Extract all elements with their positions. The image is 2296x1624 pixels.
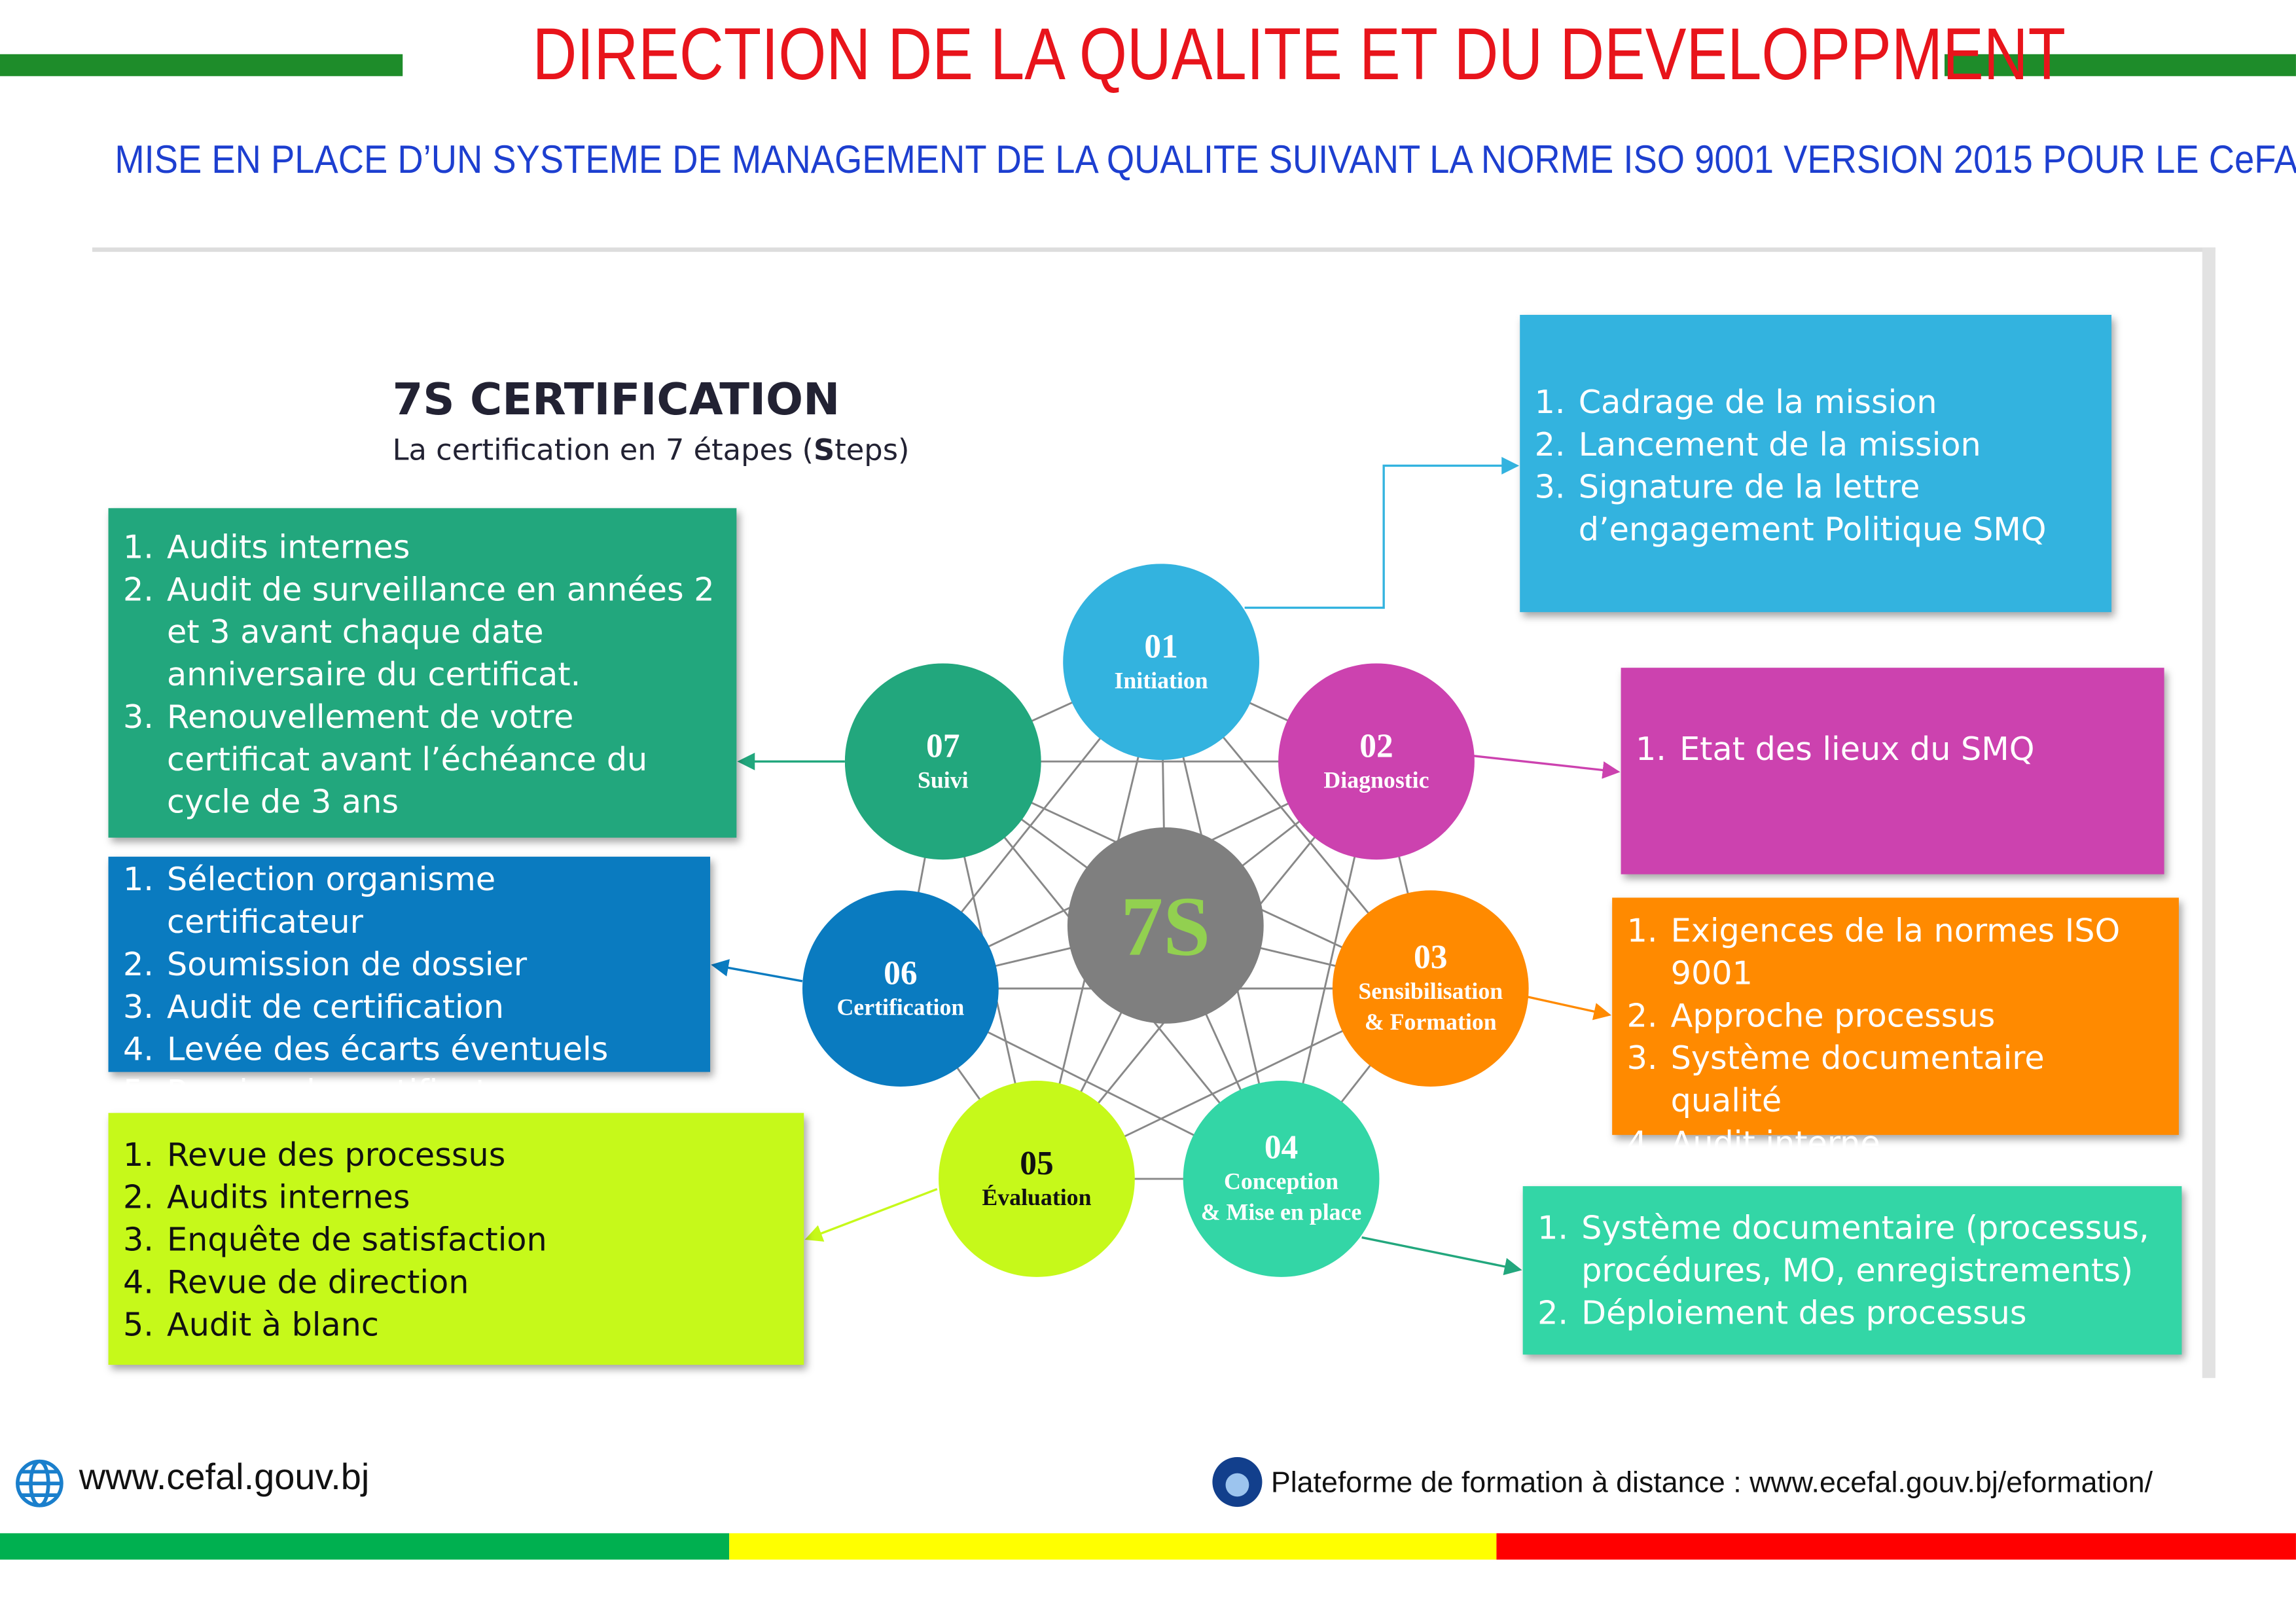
step-item: Lancement de la mission — [1575, 425, 2094, 467]
arrow-02 — [1471, 754, 1621, 779]
step-item: Renouvellement de votre certificat avant… — [164, 697, 719, 825]
step-item: Revue des processus — [164, 1135, 787, 1178]
page-title: DIRECTION DE LA QUALITE ET DU DEVELOPPME… — [532, 13, 2066, 96]
step-item: Soumission de dossier — [164, 945, 693, 987]
step-07-box: Audits internesAudit de surveillance en … — [108, 508, 737, 838]
step-item: Revue de direction — [164, 1262, 787, 1305]
step-label: Conception — [1224, 1170, 1339, 1195]
step-item: Levée des écarts éventuels — [164, 1030, 693, 1072]
website-link[interactable]: www.cefal.gouv.bj — [79, 1457, 370, 1498]
arrow-06 — [711, 959, 803, 983]
header-green-bar-right — [1945, 54, 2296, 77]
subheading-bold: S — [814, 431, 835, 467]
step-item: Déploiement des processus — [1579, 1293, 2164, 1335]
subheading-text: La certification en 7 étapes ( — [392, 431, 814, 467]
step-label: Sensibilisation — [1358, 979, 1503, 1005]
header-green-bar-left — [0, 54, 403, 77]
step-number: 01 — [1144, 627, 1178, 664]
step-label: & Formation — [1364, 1010, 1497, 1036]
step-item: Audits internes — [164, 1178, 787, 1220]
arrow-03 — [1522, 994, 1611, 1020]
step-04-box: Système documentaire (processus, procédu… — [1522, 1186, 2182, 1355]
step-label: & Mise en place — [1200, 1200, 1362, 1226]
step-item: Audit de surveillance en années 2 et 3 a… — [164, 569, 719, 697]
step-item: Audit à blanc — [164, 1305, 787, 1347]
flag-stripe-red — [1496, 1533, 2296, 1560]
step-label: Certification — [836, 995, 965, 1020]
step-label: Évaluation — [982, 1185, 1092, 1211]
subheading-text-end: teps) — [834, 431, 910, 467]
step-05-box: Revue des processusAudits internesEnquêt… — [108, 1113, 804, 1365]
step-number: 02 — [1359, 727, 1393, 764]
step-03-box: Exigences de la normes ISO 9001Approche … — [1612, 897, 2179, 1163]
arrow-05 — [804, 1188, 938, 1242]
center-7s-circle: 7S — [1067, 827, 1264, 1024]
step-item: Enquête de satisfaction — [164, 1220, 787, 1263]
globe-icon — [16, 1459, 63, 1507]
page-subtitle: MISE EN PLACE D’UN SYSTEME DE MANAGEMENT… — [115, 137, 2296, 182]
platform-link[interactable]: Plateforme de formation à distance : www… — [1270, 1467, 2153, 1500]
step-06-box: Sélection organisme certificateurSoumiss… — [108, 856, 711, 1111]
step-item: Système documentaire (processus, procédu… — [1579, 1208, 2164, 1293]
center-label: 7S — [1121, 878, 1211, 973]
step-label: Suivi — [917, 768, 969, 793]
step-item: Etat des lieux du SMQ — [1677, 729, 2147, 772]
diagram-heading: 7S CERTIFICATION — [392, 374, 840, 427]
step-01-box: Cadrage de la missionLancement de la mis… — [1520, 314, 2112, 613]
step-item: Audit de certification — [164, 987, 693, 1030]
diagram-subheading: La certification en 7 étapes (Steps) — [393, 432, 910, 467]
step-02-box: Etat des lieux du SMQ — [1621, 668, 2164, 875]
step-number: 07 — [926, 727, 960, 764]
flag-stripe-green — [0, 1533, 730, 1560]
step-item: Remise de certificat — [164, 1072, 693, 1115]
flag-stripe-yellow — [729, 1533, 1497, 1560]
step-item: Audits internes — [164, 527, 719, 569]
step-number: 05 — [1020, 1144, 1054, 1182]
panel-top-border — [92, 247, 2215, 252]
eformation-logo-icon — [1212, 1457, 1263, 1507]
step-item: Sélection organisme certificateur — [164, 859, 693, 945]
step-label: Initiation — [1114, 668, 1208, 694]
step-item: Approche processus — [1668, 996, 2161, 1038]
step-item: Signature de la lettre d’engagement Poli… — [1575, 467, 2094, 552]
step-item: Cadrage de la mission — [1575, 382, 2094, 425]
step-number: 04 — [1264, 1128, 1299, 1166]
step-number: 03 — [1414, 939, 1448, 975]
panel-right-border — [2202, 247, 2215, 1379]
arrow-01 — [1244, 457, 1520, 609]
step-label: Diagnostic — [1323, 768, 1429, 793]
step-item: Système documentaire qualité — [1668, 1038, 2161, 1123]
step-item: Audit interne — [1668, 1123, 2161, 1166]
arrow-04 — [1361, 1236, 1522, 1276]
step-number: 06 — [884, 954, 918, 991]
step-item: Exigences de la normes ISO 9001 — [1668, 911, 2161, 996]
